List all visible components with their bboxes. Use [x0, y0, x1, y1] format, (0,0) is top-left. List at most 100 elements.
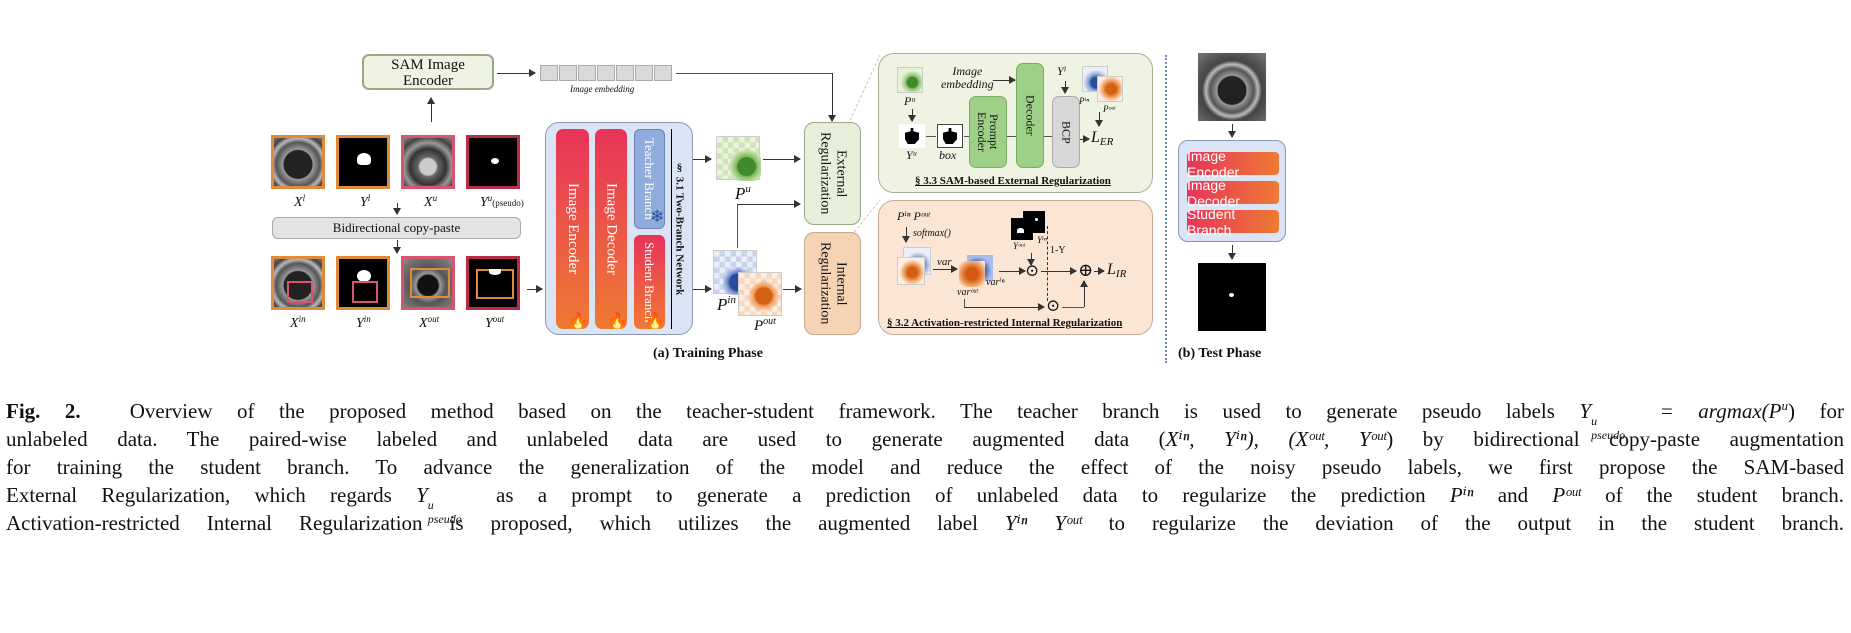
ir-yout-label: Yᵒᵘᵗ	[1013, 241, 1025, 251]
label-pout: Pout	[754, 316, 776, 334]
caption-line-1: Fig. 2. Overview of the proposed method …	[6, 398, 1844, 442]
two-branch-network: Image Encoder Image Decoder Teacher Bran…	[545, 122, 693, 335]
yu-mask-icon	[899, 124, 925, 148]
arrow-hadamard-to-plus	[1041, 267, 1077, 275]
label-xout: Xout	[419, 314, 440, 331]
image-xl	[271, 135, 325, 189]
flame-icon: 🔥	[607, 313, 627, 330]
student-branch-block: Student Branch	[634, 235, 665, 329]
arrow-var-to-hadamard	[999, 267, 1026, 275]
mask-yout	[466, 256, 520, 310]
hadamard-icon[interactable]: ⊙	[1025, 261, 1040, 280]
test-phase-label: (b) Test Phase	[1178, 346, 1262, 361]
figure-label: Fig. 2.	[6, 399, 81, 423]
yu-to-box-line	[926, 136, 936, 137]
arrow-test-input	[1228, 124, 1236, 138]
caption-line-3: for training the student branch. To adva…	[6, 455, 1844, 479]
arrow-inputs-to-network	[527, 285, 543, 293]
arrow-pu-to-external-2	[737, 200, 801, 208]
hadamard-icon-2[interactable]: ⊙	[1046, 296, 1061, 315]
panel-pout-label: Pᵒᵘᵗ	[1103, 104, 1116, 114]
image-encoder-block: Image Encoder	[556, 129, 589, 329]
bcp-label: Bidirectional copy-paste	[332, 220, 461, 235]
prediction-pout	[738, 272, 782, 316]
ir-pin-pout-label: Pⁱⁿ Pᵒᵘᵗ	[897, 209, 930, 223]
image-encoder-label: Image Encoder	[565, 183, 581, 275]
student-branch-label: Student Branch	[642, 241, 657, 323]
image-embedding-label: Image embedding	[570, 84, 635, 94]
ir-yout-mask	[1011, 218, 1033, 240]
external-reg-label: External Regularization	[817, 132, 849, 215]
ir-var-label: var	[937, 256, 952, 268]
sam-encoder-line1: SAM Image	[391, 57, 465, 73]
ir-var-out-line-v	[964, 299, 965, 307]
internal-regularization-panel: Pⁱⁿ Pᵒᵘᵗ softmax() var varᵒᵘᵗ varⁱⁿ Yᵒᵘᵗ…	[878, 200, 1153, 335]
sam-encoder-line2: Encoder	[403, 73, 453, 89]
ir-var-in-label: varⁱⁿ	[986, 277, 1005, 288]
test-output-mask	[1198, 263, 1266, 331]
external-regularization-box: External Regularization	[804, 122, 861, 225]
arrow-h2-to-plus	[1080, 280, 1088, 307]
flame-icon: 🔥	[645, 313, 665, 330]
phase-divider	[1165, 55, 1167, 363]
arrow-pu-to-external	[763, 155, 801, 163]
image-xu	[401, 135, 455, 189]
image-decoder-label: Image Decoder	[603, 182, 620, 276]
image-xout	[401, 256, 455, 310]
ir-h2-line	[1062, 307, 1084, 308]
label-yin: Yin	[356, 314, 371, 331]
loss-er: LER	[1091, 129, 1114, 148]
arrow-pu-to-yu	[908, 109, 916, 122]
label-pin: Pin	[717, 294, 736, 314]
bcp-block: BCP	[1052, 96, 1080, 168]
pu-connector-v	[737, 204, 738, 248]
flame-icon: 🔥	[568, 313, 588, 330]
ir-var-out-label: varᵒᵘᵗ	[957, 287, 978, 298]
panel-pu-label: Pᵘ	[904, 94, 915, 108]
arrow-y-to-hadamard	[1027, 253, 1035, 266]
test-input-image	[1198, 53, 1266, 121]
ir-softmax-label: softmax()	[913, 228, 951, 239]
image-embedding-tokens	[540, 65, 673, 81]
arrow-sam-to-embedding	[497, 69, 536, 77]
arrow-xu-to-sam	[427, 97, 435, 122]
internal-reg-title: § 3.2 Activation-restricted Internal Reg…	[887, 317, 1123, 329]
panel-yl-label: Yˡ	[1057, 64, 1066, 78]
test-image-encoder: Image Encoder	[1187, 148, 1279, 180]
label-xl: Xl	[294, 193, 306, 210]
embedding-connector-h	[676, 73, 832, 74]
panel-pout-icon	[1097, 76, 1123, 102]
image-xin	[271, 256, 325, 310]
label-yout: Yout	[485, 314, 505, 331]
mask-yin	[336, 256, 390, 310]
label-yu-pseudo: Yu(pseudo)	[480, 193, 524, 210]
caption-line-4: External Regularization, which regards Y…	[6, 483, 1844, 526]
arrow-embedding-to-decoder	[993, 76, 1016, 84]
panel-box-label: box	[939, 148, 957, 162]
arrow-teacher-to-pu	[693, 155, 712, 163]
plus-icon[interactable]: ⊕	[1078, 260, 1094, 280]
caption-line-2: unlabeled data. The paired-wise labeled …	[6, 427, 1844, 451]
label-xu: Xu	[424, 193, 438, 210]
decoder-to-bcp-line	[1044, 136, 1052, 137]
internal-reg-label: Internal Regularization	[817, 242, 849, 325]
label-xin: Xin	[290, 314, 306, 331]
figure-caption: Fig. 2. Overview of the proposed method …	[6, 392, 1844, 537]
teacher-branch-block: Teacher Branch	[634, 129, 665, 229]
arrow-preds-to-loss	[1095, 112, 1103, 127]
prompt-to-decoder-line	[1007, 136, 1016, 137]
decoder-block: Decoder	[1016, 63, 1044, 168]
label-pu: Pu	[735, 183, 751, 203]
image-decoder-block: Image Decoder	[595, 129, 627, 329]
panel-pin-label: Pⁱⁿ	[1079, 96, 1090, 106]
sam-external-reg-title: § 3.3 SAM-based External Regularization	[915, 175, 1111, 187]
label-yl: Yl	[360, 193, 371, 210]
ir-pout-icon	[897, 257, 925, 285]
mask-yu-pseudo	[466, 135, 520, 189]
two-branch-network-title: § 3.1 Two-Branch Network	[671, 129, 687, 329]
test-pipeline-box: Image Encoder Image Decoder Student Bran…	[1178, 140, 1286, 242]
ir-var-out-map	[959, 261, 985, 287]
sam-external-regularization-panel: Pᵘ Image embedding Yᵘ box Prompt Encoder…	[878, 53, 1153, 193]
test-student-branch: Student Branch	[1187, 206, 1279, 238]
bidirectional-copy-paste-box: Bidirectional copy-paste	[272, 217, 521, 239]
